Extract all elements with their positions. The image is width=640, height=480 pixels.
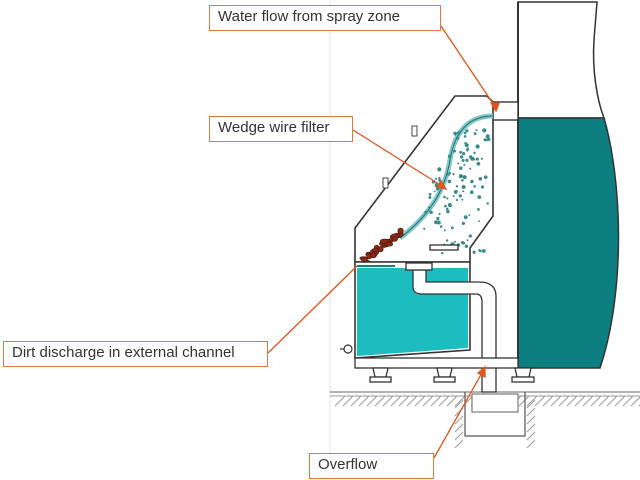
- callout-water-flow-from-spray-zone: Water flow from spray zone: [209, 5, 441, 31]
- container-water: [517, 117, 620, 369]
- callout-overflow: Overflow: [309, 453, 434, 479]
- callout-wedge-wire-filter: Wedge wire filter: [209, 116, 353, 142]
- overflow-pit: [464, 392, 526, 437]
- leader-line-overflow: [433, 370, 484, 459]
- collection-tank: [340, 261, 471, 359]
- dirt-accumulation: [359, 227, 404, 264]
- water-droplets: [423, 128, 491, 255]
- overflow-pipe: [405, 244, 497, 393]
- leader-line-dirt: [267, 265, 358, 354]
- callout-dirt-discharge: Dirt discharge in external channel: [3, 341, 268, 367]
- leader-line-spray: [440, 25, 497, 109]
- tank-stand: [354, 357, 535, 383]
- leader-lines: [267, 25, 500, 459]
- large-container: [517, 1, 620, 370]
- leader-line-filter: [352, 129, 443, 187]
- wedge-wire-filter: [398, 113, 494, 240]
